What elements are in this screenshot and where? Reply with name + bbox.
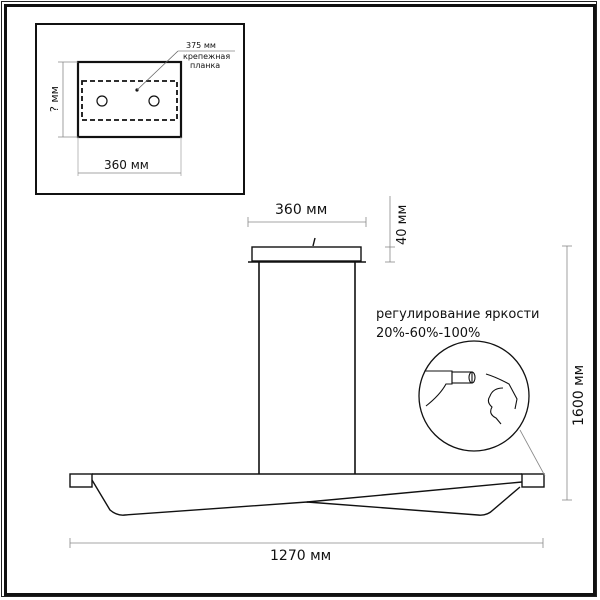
canopy-height-label: 40 мм (395, 205, 410, 245)
inset-canopy (76, 60, 183, 139)
canopy (251, 246, 362, 262)
total-width-dimension: 1270 мм (69, 538, 544, 564)
inset-height-label: ? мм (48, 86, 61, 112)
mounting-inset: 375 мм крепежная планка ? мм 360 мм (35, 23, 245, 195)
canopy-dimensions: 360 мм 40 мм (247, 196, 410, 263)
dimmer-levels: 20%-60%-100% (376, 326, 480, 341)
plate-label-line2: планка (190, 61, 220, 70)
screw-hole-icon (148, 95, 160, 107)
end-cap-left (69, 473, 93, 488)
lamp-strip-right (306, 481, 523, 503)
touch-dimmer-icon (425, 370, 518, 425)
inner-frame (4, 4, 596, 596)
pendant-lamp (69, 237, 545, 516)
inset-width-label: 360 мм (104, 158, 149, 172)
screw-hole-icon (96, 95, 108, 107)
total-height-label: 1600 мм (571, 365, 587, 426)
dimmer-title: регулирование яркости (376, 307, 540, 322)
inset-frame (35, 23, 245, 195)
plate-leader-line (136, 50, 179, 91)
finger-icon (485, 373, 518, 425)
end-cap-right (521, 473, 545, 488)
dimmer-callout: регулирование яркости 20%-60%-100% (376, 307, 546, 477)
lamp-strip-left (91, 479, 521, 516)
callout-leader (519, 429, 546, 477)
zoom-circle (418, 340, 530, 452)
plate-label-line1: крепежная (183, 52, 230, 61)
total-width-label: 1270 мм (270, 548, 331, 564)
cable-stub (312, 237, 316, 247)
total-height-dimension: 1600 мм (562, 245, 587, 501)
mounting-plate-outline (81, 80, 178, 121)
canopy-width-label: 360 мм (275, 202, 327, 218)
plate-length-label: 375 мм (186, 41, 216, 50)
